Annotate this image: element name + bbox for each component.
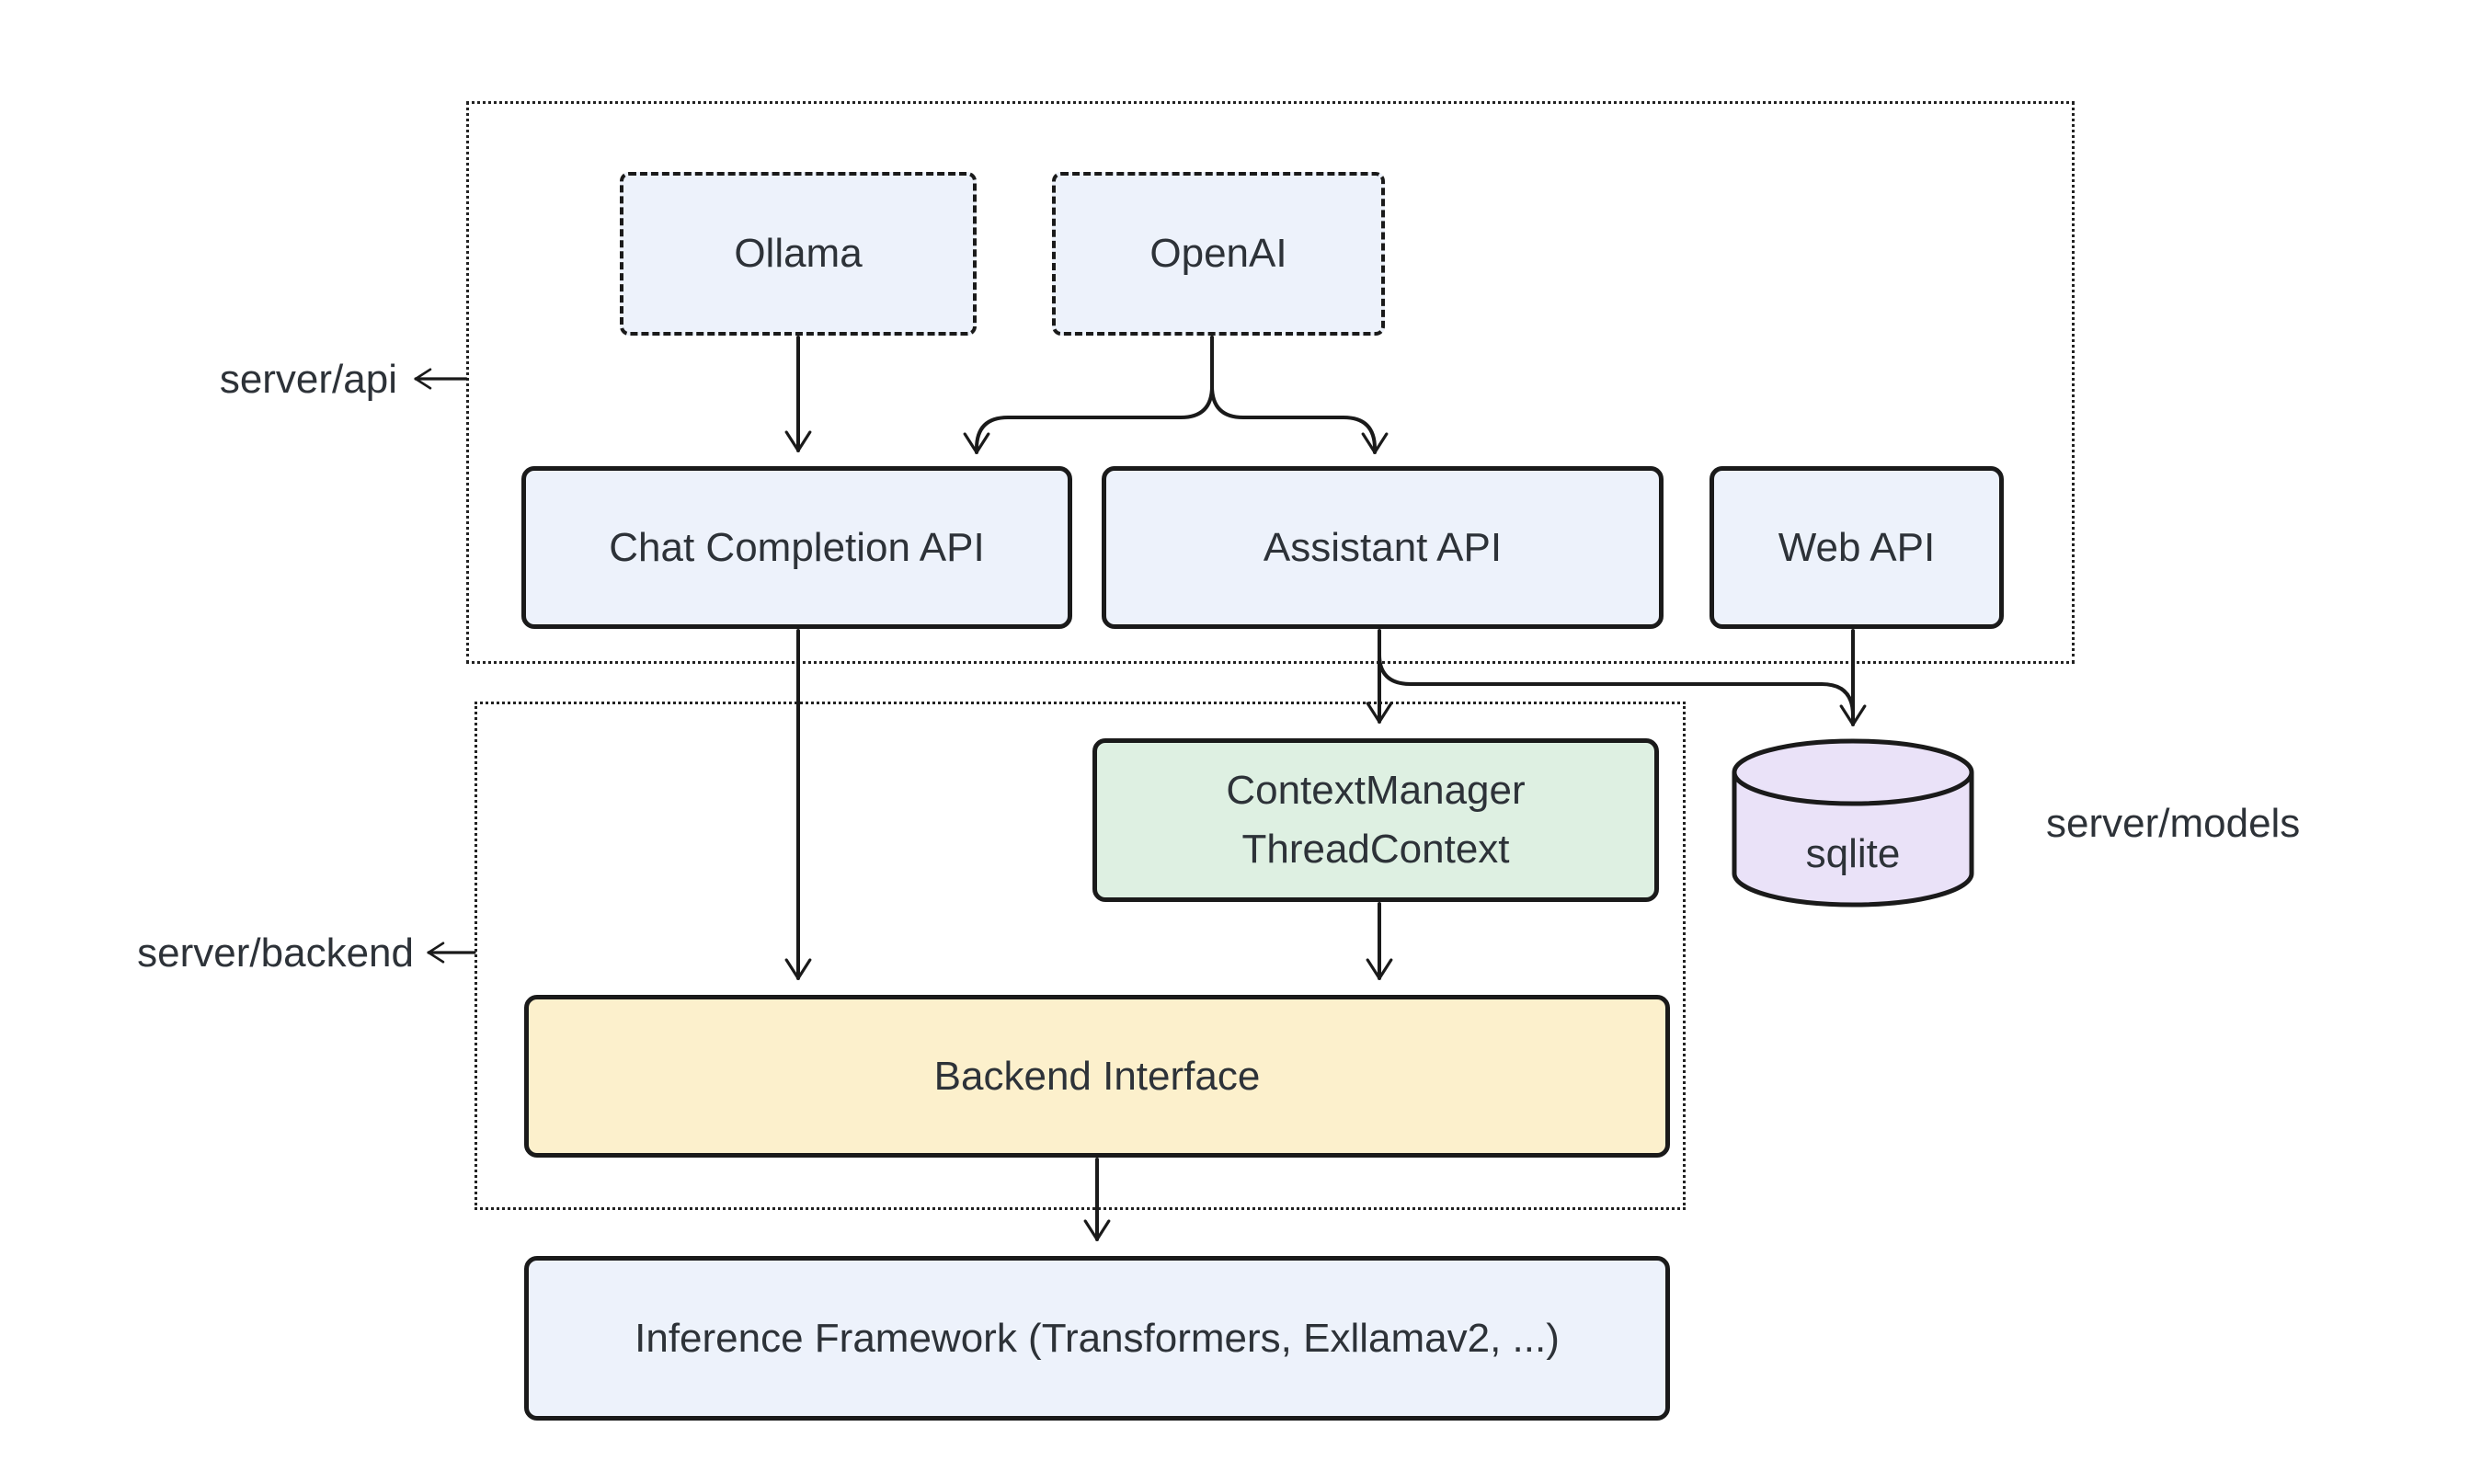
group-server-backend xyxy=(475,702,1686,1210)
arrow-assistant-api-to-sqlite xyxy=(1378,653,1855,717)
node-backend-interface-label: Backend Interface xyxy=(933,1053,1261,1099)
sqlite-cylinder xyxy=(1732,738,1974,908)
node-openai: OpenAI xyxy=(1052,172,1385,336)
node-assistant-api-label: Assistant API xyxy=(1263,524,1503,570)
node-context-manager: ContextManager ThreadContext xyxy=(1092,738,1659,902)
node-context-manager-label-line2: ThreadContext xyxy=(1241,827,1510,872)
node-chat-completion-api: Chat Completion API xyxy=(521,466,1072,629)
node-inference-framework: Inference Framework (Transformers, Exlla… xyxy=(524,1256,1670,1421)
node-assistant-api: Assistant API xyxy=(1102,466,1664,629)
node-chat-completion-api-label: Chat Completion API xyxy=(609,524,985,570)
node-web-api: Web API xyxy=(1710,466,2004,629)
node-ollama-label: Ollama xyxy=(734,231,863,277)
node-sqlite-label: sqlite xyxy=(1805,831,1901,876)
node-web-api-label: Web API xyxy=(1778,524,1936,570)
node-context-manager-label-line1: ContextManager xyxy=(1226,768,1526,814)
sqlite-cylinder-top xyxy=(1732,738,1974,806)
sqlite-cylinder-body xyxy=(1732,772,1974,908)
label-server-api: server/api xyxy=(219,357,397,402)
node-ollama: Ollama xyxy=(620,172,977,336)
label-server-backend: server/backend xyxy=(137,930,414,976)
node-backend-interface: Backend Interface xyxy=(524,995,1670,1158)
group-server-api xyxy=(466,101,2075,664)
node-inference-framework-label: Inference Framework (Transformers, Exlla… xyxy=(635,1315,1560,1361)
arrow-openai-to-chat-completion-api xyxy=(963,336,1214,454)
node-openai-label: OpenAI xyxy=(1149,231,1287,277)
arrow-openai-to-assistant-api xyxy=(1210,336,1389,454)
label-server-models: server/models xyxy=(2046,801,2301,846)
